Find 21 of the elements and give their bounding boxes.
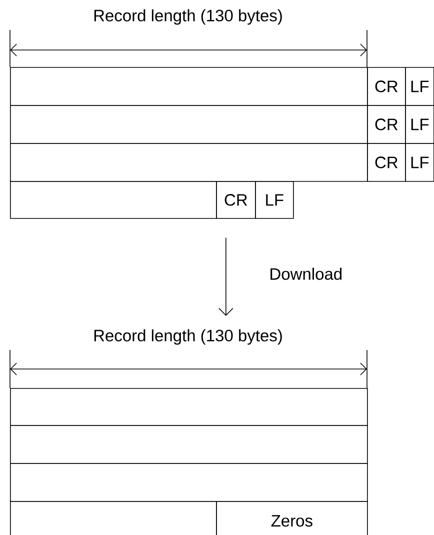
cell: Zeros xyxy=(216,501,368,535)
record-row xyxy=(10,425,368,464)
record-row xyxy=(10,463,368,502)
record-row xyxy=(10,501,217,535)
cell: LF xyxy=(255,181,294,219)
arrow xyxy=(218,237,234,316)
dimension-label: Record length (130 bytes) xyxy=(94,329,282,345)
cell: CR xyxy=(216,181,256,219)
cell: CR xyxy=(367,105,406,144)
edge-label: Download xyxy=(270,268,342,280)
cell: CR xyxy=(367,67,406,106)
record-row xyxy=(10,388,368,426)
record-row xyxy=(10,67,368,106)
record-row xyxy=(10,143,368,182)
cell: LF xyxy=(405,143,434,182)
record-row xyxy=(10,181,217,219)
cell: CR xyxy=(367,143,406,182)
cell: LF xyxy=(405,105,434,144)
cell: LF xyxy=(405,67,434,106)
record-row xyxy=(10,105,368,144)
dimension-label: Record length (130 bytes) xyxy=(94,9,282,25)
